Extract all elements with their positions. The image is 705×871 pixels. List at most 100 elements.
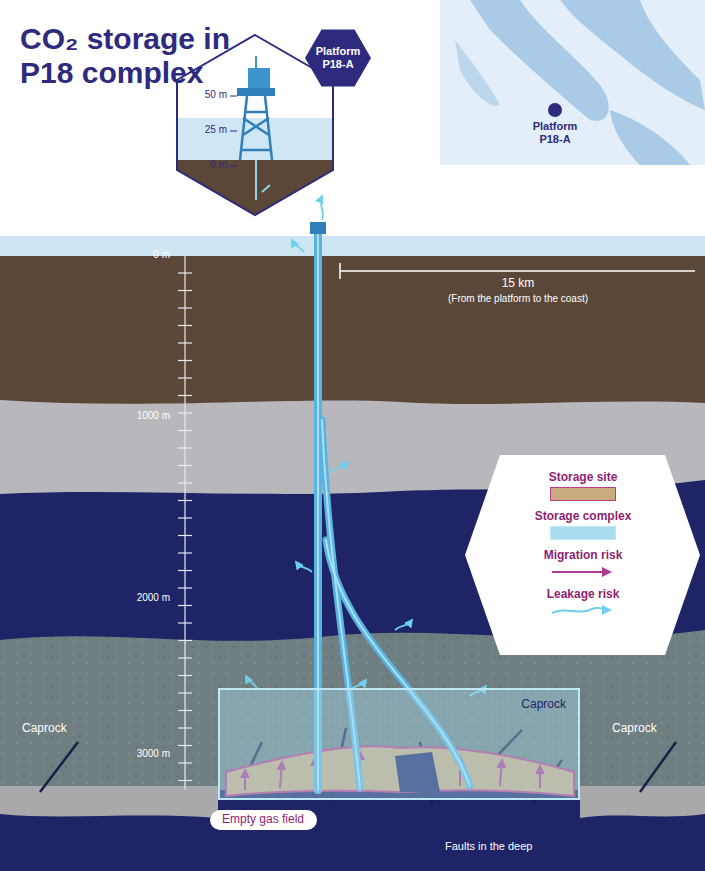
depth-tick bbox=[178, 780, 192, 781]
platform-tower bbox=[245, 111, 267, 114]
arrow-sample bbox=[552, 608, 610, 613]
leakage-arrow bbox=[246, 196, 486, 696]
depth-tick bbox=[178, 605, 192, 606]
platform-tower bbox=[243, 118, 269, 135]
platform-dot bbox=[548, 103, 562, 117]
legend: Storage siteStorage complexMigration ris… bbox=[483, 470, 683, 626]
depth-tick bbox=[178, 360, 192, 361]
depth-label: 3000 m bbox=[137, 748, 170, 760]
distance-bar bbox=[340, 270, 695, 272]
legend-swatch bbox=[550, 487, 616, 501]
depth-tick bbox=[230, 96, 237, 166]
depth-tick bbox=[178, 325, 192, 326]
depth-tick bbox=[230, 166, 237, 167]
platform-label: Platform P18-A bbox=[525, 120, 585, 145]
legend-item: Storage complex bbox=[535, 509, 632, 540]
location-map bbox=[440, 0, 705, 165]
legend-text: Storage complex bbox=[535, 509, 632, 523]
platform-inset bbox=[170, 160, 340, 220]
depth-label: 2000 m bbox=[137, 592, 170, 604]
annotation: Caprock bbox=[22, 722, 67, 736]
location-map bbox=[440, 0, 705, 165]
legend-item: Storage site bbox=[549, 470, 618, 501]
platform-house bbox=[248, 68, 270, 88]
depth-tick bbox=[178, 465, 192, 466]
arrow-sample bbox=[552, 571, 610, 573]
leakage-arrow bbox=[395, 620, 412, 630]
depth-tick bbox=[178, 290, 192, 291]
legend-panel bbox=[465, 455, 700, 655]
depth-tick bbox=[178, 622, 192, 623]
distance-bar bbox=[339, 263, 341, 279]
depth-tick bbox=[178, 500, 192, 501]
platform-mast bbox=[255, 56, 257, 68]
leakage-arrow bbox=[330, 462, 348, 472]
hexagon-fill bbox=[305, 29, 371, 86]
inset-well bbox=[256, 160, 270, 200]
node-text: Empty gas field bbox=[222, 813, 305, 827]
storage-complex-box: Caprock bbox=[218, 688, 580, 800]
depth-tick bbox=[230, 131, 237, 132]
legend-text: Migration risk bbox=[544, 548, 623, 562]
location-map bbox=[455, 40, 500, 106]
depth-tick bbox=[178, 640, 192, 641]
depth-tick bbox=[178, 447, 192, 448]
sea-band bbox=[0, 236, 705, 257]
title: CO₂ storage in P18 complex bbox=[20, 22, 235, 89]
leakage-arrow bbox=[292, 240, 304, 252]
annotation: 15 km bbox=[502, 277, 535, 291]
depth-tick bbox=[178, 570, 192, 571]
depth-tick bbox=[178, 412, 192, 413]
lower-layer bbox=[580, 786, 705, 818]
migration-arrow-sample bbox=[548, 565, 618, 579]
depth-label: 25 m bbox=[205, 124, 227, 136]
legend-item: Leakage risk bbox=[547, 587, 620, 618]
depth-label: 1000 m bbox=[137, 410, 170, 422]
grey-layer bbox=[0, 400, 705, 494]
depth-tick bbox=[178, 710, 192, 711]
fault-line bbox=[40, 742, 78, 792]
node-text: Platform P18-A bbox=[312, 45, 364, 70]
depth-label: 0 m bbox=[153, 249, 170, 261]
depth-tick bbox=[178, 552, 192, 553]
depth-tick bbox=[178, 342, 192, 343]
legend-text: Storage site bbox=[549, 470, 618, 484]
leakage-arrow-sample bbox=[548, 604, 618, 618]
location-map bbox=[610, 110, 690, 165]
depth-tick bbox=[178, 307, 192, 308]
depth-tick bbox=[178, 273, 192, 781]
platform-inset bbox=[170, 118, 340, 160]
depth-tick bbox=[178, 675, 192, 676]
platform-symbol bbox=[310, 222, 326, 234]
depth-tick bbox=[178, 272, 192, 273]
depth-tick bbox=[178, 517, 192, 518]
leakage-arrow bbox=[321, 196, 323, 220]
platform-deck bbox=[237, 88, 275, 96]
upper-sediment bbox=[0, 256, 705, 406]
depth-tick bbox=[178, 377, 192, 378]
depth-label: 50 m bbox=[205, 89, 227, 101]
depth-tick bbox=[178, 657, 192, 658]
deep-rock bbox=[0, 380, 705, 871]
location-map bbox=[560, 0, 705, 110]
depth-tick bbox=[230, 96, 237, 97]
depth-tick bbox=[178, 430, 192, 431]
depth-tick bbox=[178, 692, 192, 693]
depth-tick bbox=[178, 762, 192, 763]
annotation: (From the platform to the coast) bbox=[448, 293, 588, 305]
fault-line bbox=[640, 742, 676, 792]
gas-field-label: Empty gas field bbox=[210, 810, 317, 830]
platform-tower bbox=[240, 96, 272, 160]
platform-tower bbox=[241, 149, 271, 152]
legend-swatch bbox=[550, 526, 616, 540]
node-text: Caprock bbox=[232, 698, 566, 712]
depth-tick bbox=[178, 535, 192, 536]
annotation: Caprock bbox=[612, 722, 657, 736]
depth-tick bbox=[178, 745, 192, 746]
annotation: Faults in the deep bbox=[445, 840, 532, 853]
legend-item: Migration risk bbox=[544, 548, 623, 579]
depth-tick bbox=[178, 482, 192, 483]
lower-layer bbox=[0, 786, 218, 818]
